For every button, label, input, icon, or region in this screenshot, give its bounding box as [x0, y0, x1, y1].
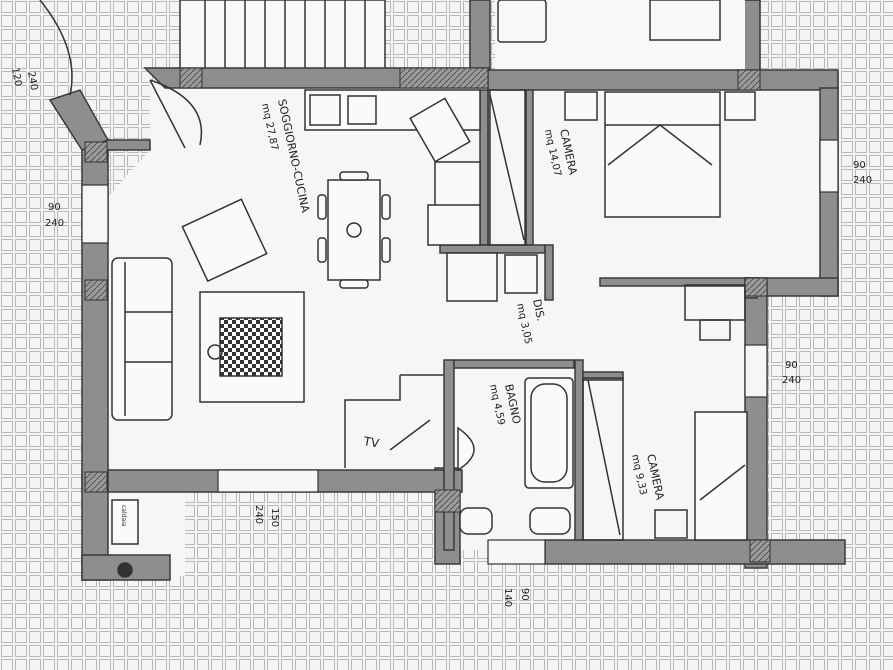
door-top-left-width: 120	[9, 67, 23, 88]
window-bottom-bath-width: 90	[519, 588, 530, 601]
double-bed	[564, 91, 756, 218]
staircase	[179, 0, 386, 71]
window-right-top-height: 240	[853, 175, 872, 186]
rug	[199, 291, 305, 403]
openings	[81, 139, 839, 565]
single-bed	[694, 411, 748, 541]
window-right-mid-width: 90	[785, 360, 798, 371]
tv-label: TV	[361, 434, 380, 451]
entrance-door	[39, 0, 203, 149]
window-bottom-bath-height: 140	[502, 588, 513, 607]
dining-table	[317, 171, 391, 289]
window-left-height: 240	[45, 218, 64, 229]
boiler-label: caldaia	[120, 505, 127, 527]
dimension-labels: 90 240 90 240 90 240 150 240 90 140 120 …	[9, 67, 872, 607]
wardrobe-2	[582, 284, 746, 541]
utility-closet	[446, 252, 538, 302]
kitchen	[304, 89, 481, 246]
wardrobe-1	[487, 89, 527, 246]
window-left-width: 90	[48, 202, 61, 213]
bathroom-fixtures	[457, 377, 574, 535]
sofa	[111, 257, 173, 421]
armchair	[181, 198, 268, 283]
hall-name: DIS.	[530, 298, 547, 322]
window-right-mid-height: 240	[782, 375, 801, 386]
pillars	[84, 67, 771, 563]
window-bottom-living-width: 150	[269, 508, 280, 527]
tv-stand	[344, 374, 444, 468]
boiler-cabinet	[111, 499, 139, 578]
window-bottom-living-height: 240	[253, 505, 264, 524]
door-top-left-height: 240	[25, 71, 39, 92]
neighbour-rooms	[469, 0, 761, 76]
window-right-top-width: 90	[853, 160, 866, 171]
